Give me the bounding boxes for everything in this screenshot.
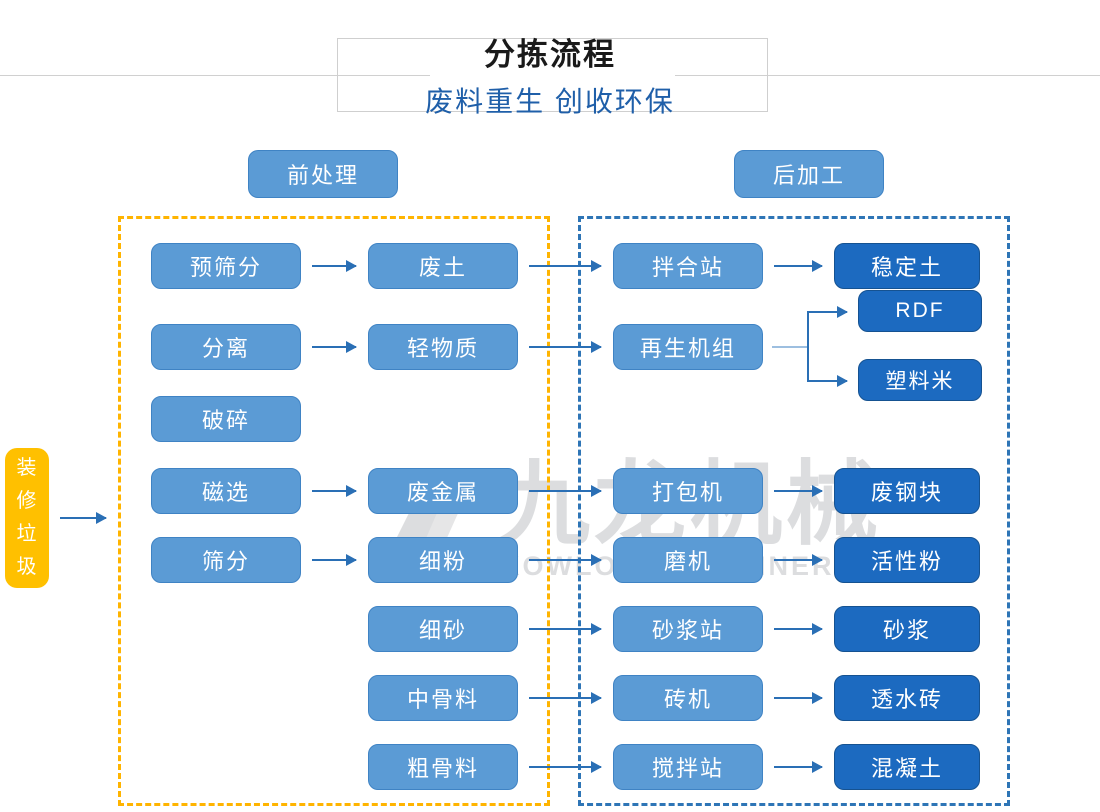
arrow-r6-b-to-c (529, 623, 602, 635)
input-node-label: 装修垃圾 (16, 457, 38, 578)
node-permeable-brick[interactable]: 透水砖 (834, 675, 980, 721)
node-mixing-station[interactable]: 拌合站 (613, 243, 763, 289)
node-mortar-station[interactable]: 砂浆站 (613, 606, 763, 652)
arrow-r4-b-to-c (529, 485, 602, 497)
page-subtitle: 废料重生 创收环保 (425, 86, 675, 117)
node-rdf[interactable]: RDF (858, 290, 982, 332)
arrow-r7-b-to-c (529, 692, 602, 704)
stage-label-pre-processing[interactable]: 前处理 (248, 150, 398, 198)
node-concrete[interactable]: 混凝土 (834, 744, 980, 790)
node-baler[interactable]: 打包机 (613, 468, 763, 514)
node-separation[interactable]: 分离 (151, 324, 301, 370)
page-title: 分拣流程 (484, 37, 616, 72)
node-stabilized-soil[interactable]: 稳定土 (834, 243, 980, 289)
node-pre-screening[interactable]: 预筛分 (151, 243, 301, 289)
node-light-material[interactable]: 轻物质 (368, 324, 518, 370)
node-medium-aggregate[interactable]: 中骨料 (368, 675, 518, 721)
branch-stem-line (772, 346, 808, 348)
node-mortar[interactable]: 砂浆 (834, 606, 980, 652)
title-frame-box (337, 38, 768, 112)
group-box-post-processing (578, 216, 1010, 806)
node-plastic-pellet[interactable]: 塑料米 (858, 359, 982, 401)
arrow-r1-a-to-b (312, 260, 357, 272)
title-rule-mask (430, 60, 675, 90)
arrow-r8-c-to-d (774, 761, 823, 773)
input-node-construction-waste[interactable]: 装修垃圾 (5, 448, 49, 588)
arrow-r2-a-to-b (312, 341, 357, 353)
arrow-r5-c-to-d (774, 554, 823, 566)
arrow-r8-b-to-c (529, 761, 602, 773)
node-fine-powder[interactable]: 细粉 (368, 537, 518, 583)
arrow-r4-c-to-d (774, 485, 823, 497)
arrow-r7-c-to-d (774, 692, 823, 704)
arrow-r1-b-to-c (529, 260, 602, 272)
node-scrap-steel-block[interactable]: 废钢块 (834, 468, 980, 514)
arrow-r6-c-to-d (774, 623, 823, 635)
arrow-r4-a-to-b (312, 485, 357, 497)
stage-label-post-processing[interactable]: 后加工 (734, 150, 884, 198)
branch-vertical-line (807, 311, 809, 382)
node-waste-soil[interactable]: 废土 (368, 243, 518, 289)
node-grinding-mill[interactable]: 磨机 (613, 537, 763, 583)
node-regeneration-unit[interactable]: 再生机组 (613, 324, 763, 370)
node-screening[interactable]: 筛分 (151, 537, 301, 583)
arrow-r5-b-to-c (529, 554, 602, 566)
node-brick-machine[interactable]: 砖机 (613, 675, 763, 721)
node-concrete-batching-plant[interactable]: 搅拌站 (613, 744, 763, 790)
node-fine-sand[interactable]: 细砂 (368, 606, 518, 652)
arrow-input-to-pre (60, 512, 107, 524)
group-box-pre-processing (118, 216, 550, 806)
node-coarse-aggregate[interactable]: 粗骨料 (368, 744, 518, 790)
arrow-branch-to-plastic-pellet (807, 375, 848, 387)
node-crushing[interactable]: 破碎 (151, 396, 301, 442)
page-header: 分拣流程 废料重生 创收环保 (0, 0, 1100, 140)
arrow-r2-b-to-c (529, 341, 602, 353)
node-active-powder[interactable]: 活性粉 (834, 537, 980, 583)
arrow-r5-a-to-b (312, 554, 357, 566)
arrow-branch-to-rdf (807, 306, 848, 318)
node-waste-metal[interactable]: 废金属 (368, 468, 518, 514)
node-magnetic-separation[interactable]: 磁选 (151, 468, 301, 514)
arrow-r1-c-to-d (774, 260, 823, 272)
